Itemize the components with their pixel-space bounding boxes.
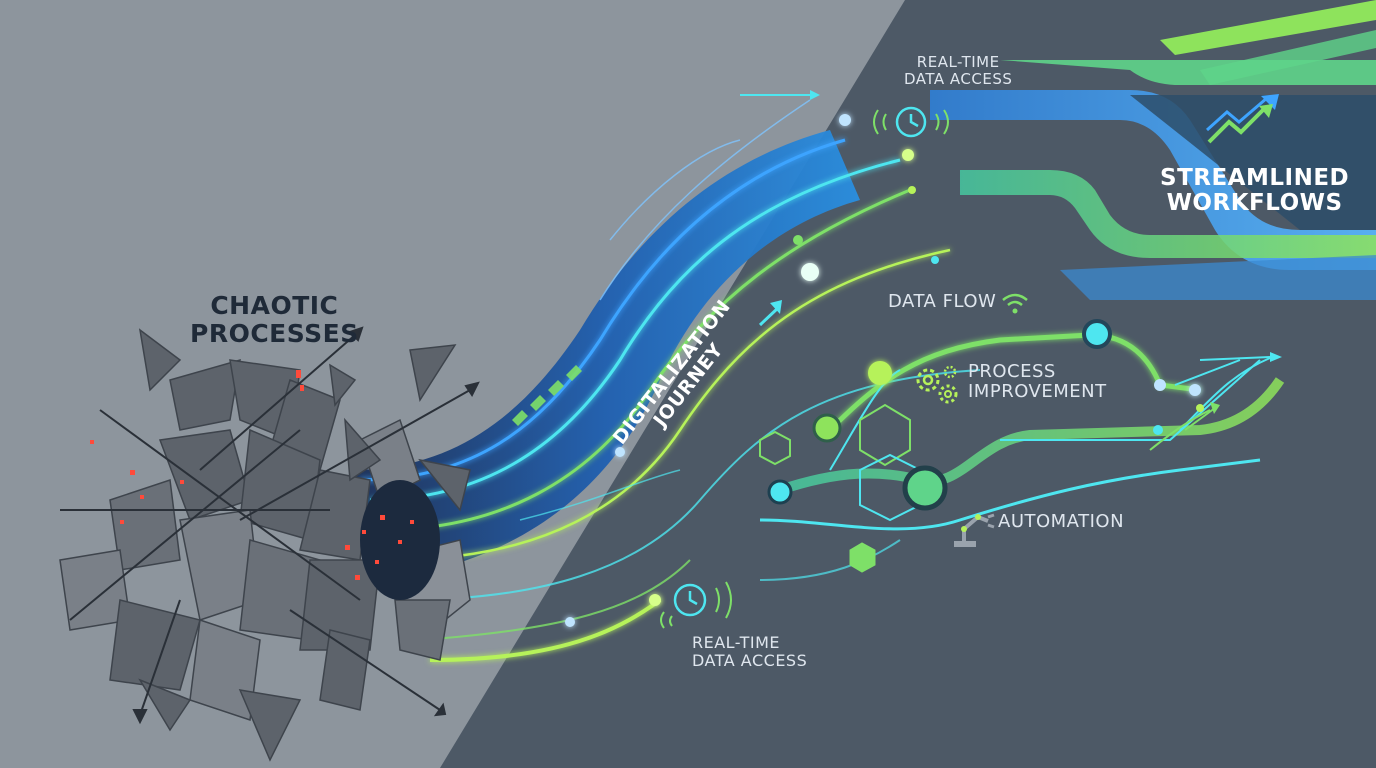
robot-arm-icon (954, 513, 995, 547)
chaotic-processes-line1: CHAOTIC (210, 291, 339, 320)
streamlined-workflows-label: STREAMLINED WORKFLOWS (1160, 165, 1350, 217)
right-background (440, 0, 1376, 768)
real-time-data-access-bottom-label: REAL-TIME DATA ACCESS (692, 634, 807, 669)
top-right-bands (930, 0, 1376, 300)
process-improvement-line1: PROCESS (968, 361, 1056, 382)
real-time-data-access-bottom-line2: DATA ACCESS (692, 650, 808, 670)
digitalization-ribbon (350, 90, 981, 662)
real-time-data-access-bottom-line1: REAL-TIME (692, 633, 781, 652)
process-improvement-line2: IMPROVEMENT (968, 380, 1107, 402)
red-sparks (90, 370, 414, 580)
streamlined-workflows-line2: WORKFLOWS (1166, 190, 1343, 217)
streamlined-workflows-line1: STREAMLINED (1160, 165, 1350, 191)
trend-arrow-icon (1205, 94, 1279, 144)
process-network (759, 319, 1285, 581)
automation-label: AUTOMATION (998, 511, 1125, 532)
real-time-data-access-top-line2: DATA ACCESS (904, 69, 1013, 88)
data-flow-label: DATA FLOW (888, 291, 997, 312)
chaotic-processes-line2: PROCESSES (190, 318, 359, 348)
chaotic-arrows (60, 326, 480, 725)
clock-icon (660, 581, 732, 629)
gear-icon (916, 365, 958, 404)
real-time-data-access-top-label: REAL-TIME DATA ACCESS (904, 54, 1012, 87)
chaotic-processes-label: CHAOTIC PROCESSES (190, 292, 359, 347)
wifi-icon (1002, 293, 1028, 314)
process-improvement-label: PROCESS IMPROVEMENT (968, 362, 1107, 402)
real-time-data-access-top-line1: REAL-TIME (916, 53, 1000, 71)
clock-icon (873, 106, 949, 138)
